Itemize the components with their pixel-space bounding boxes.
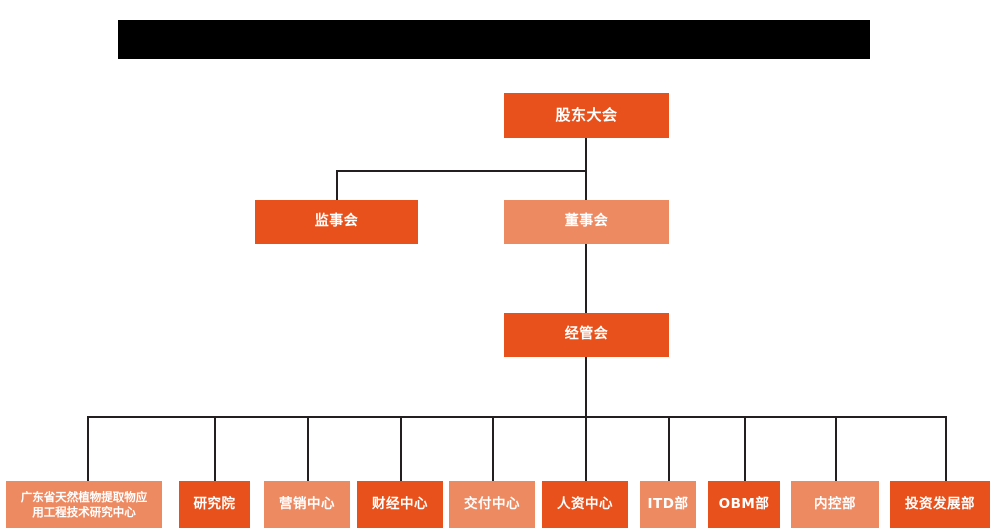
connector-shareholders-down [585,138,587,171]
node-dept-delivery-center-label: 交付中心 [464,496,520,513]
node-dept-delivery-center[interactable]: 交付中心 [449,481,535,528]
node-dept-marketing-center[interactable]: 营销中心 [264,481,350,528]
node-shareholders-meeting[interactable]: 股东大会 [504,93,669,138]
connector-to-dept-2 [214,416,216,481]
connector-to-directors [585,170,587,201]
node-management-committee[interactable]: 经管会 [504,313,669,357]
node-dept-research-institute-label: 研究院 [193,496,236,513]
connector-departments-bus [87,416,945,418]
connector-to-dept-8 [744,416,746,481]
node-dept-investment-development-label: 投资发展部 [905,496,975,513]
node-dept-itd-label: ITD部 [647,496,689,513]
connector-management-down [585,357,587,417]
node-dept-obm-label: OBM部 [718,496,770,513]
node-dept-itd[interactable]: ITD部 [640,481,696,528]
connector-to-dept-6 [585,416,587,481]
connector-directors-to-management [585,244,587,313]
node-dept-guangdong-research-center-label-line2: 用工程技术研究中心 [32,504,136,519]
node-dept-obm[interactable]: OBM部 [708,481,780,528]
node-dept-guangdong-research-center-label-line1: 广东省天然植物提取物应 [20,490,148,505]
connector-to-dept-9 [835,416,837,481]
node-dept-guangdong-research-center[interactable]: 广东省天然植物提取物应 用工程技术研究中心 [6,481,162,528]
node-dept-finance-center[interactable]: 财经中心 [357,481,443,528]
redacted-title-bar [118,20,870,59]
node-board-of-directors-label: 董事会 [564,213,609,230]
node-dept-hr-center-label: 人资中心 [557,496,613,513]
connector-to-dept-5 [492,416,494,481]
node-dept-investment-development[interactable]: 投资发展部 [890,481,990,528]
node-management-committee-label: 经管会 [564,326,609,343]
node-dept-research-institute[interactable]: 研究院 [179,481,250,528]
node-board-of-supervisors[interactable]: 监事会 [255,200,418,244]
connector-to-dept-7 [668,416,670,481]
node-dept-marketing-center-label: 营销中心 [279,496,335,513]
connector-to-dept-10 [945,416,947,481]
node-dept-finance-center-label: 财经中心 [372,496,428,513]
connector-to-supervisors [336,170,338,201]
connector-to-dept-1 [87,416,89,481]
node-board-of-supervisors-label: 监事会 [314,213,359,230]
node-dept-hr-center[interactable]: 人资中心 [542,481,628,528]
node-dept-internal-control[interactable]: 内控部 [791,481,879,528]
node-dept-internal-control-label: 内控部 [814,496,856,513]
connector-to-dept-4 [400,416,402,481]
connector-level2-bar [336,170,587,172]
node-board-of-directors[interactable]: 董事会 [504,200,669,244]
node-shareholders-meeting-label: 股东大会 [555,106,618,125]
connector-to-dept-3 [307,416,309,481]
